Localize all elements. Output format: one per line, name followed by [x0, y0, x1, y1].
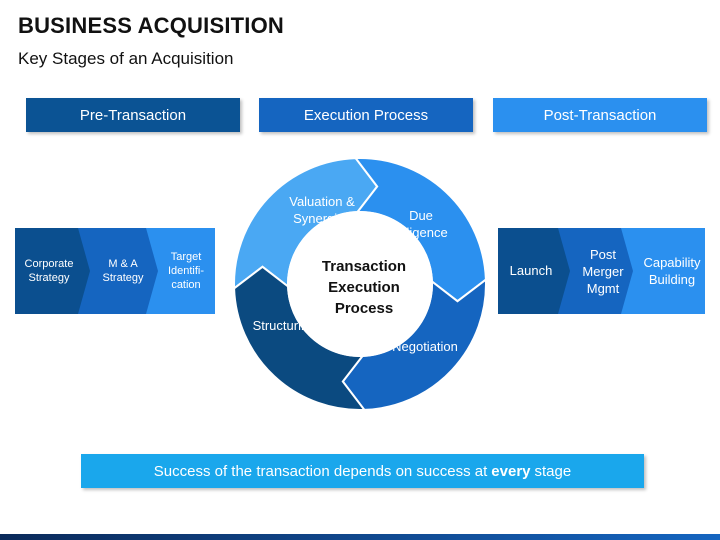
banner-suffix: stage [534, 462, 572, 480]
cycle-label-negotiation: Negotiation [392, 339, 458, 354]
phase-execution-process: Execution Process [259, 98, 473, 132]
step-post-merger-mgmt: Post Merger Mgmt [582, 246, 624, 296]
banner-prefix: Success of the transaction depends on su… [153, 462, 488, 480]
chevron-target-identification [146, 228, 215, 314]
step-corporate-strategy: Corporate Strategy [24, 258, 74, 284]
phase-post-transaction: Post-Transaction [493, 98, 707, 132]
post-transaction-flow [498, 228, 705, 314]
chevron-launch [498, 228, 575, 314]
footer-accent-line [0, 534, 720, 540]
pre-transaction-flow [15, 228, 215, 314]
success-banner: Success of the transaction depends on su… [81, 454, 644, 488]
cycle-center-label: Transaction Execution Process [321, 258, 407, 317]
step-capability-building: Capability Building [643, 255, 701, 287]
page-subtitle: Key Stages of an Acquisition [18, 49, 234, 68]
chevron-ma-strategy [78, 228, 163, 314]
page-title: BUSINESS ACQUISITION [18, 13, 284, 38]
chevron-corporate-strategy [15, 228, 95, 314]
chevron-capability-building [621, 228, 705, 314]
step-ma-strategy: M & A Strategy [102, 258, 144, 284]
step-target-identification: Target Identifi- cation [167, 251, 205, 291]
cycle-center-disc [287, 211, 433, 357]
phase-pre-transaction: Pre-Transaction [26, 98, 240, 132]
banner-emphasis: every [491, 462, 531, 480]
chevron-post-merger-mgmt [558, 228, 638, 314]
step-launch: Launch [509, 263, 553, 278]
